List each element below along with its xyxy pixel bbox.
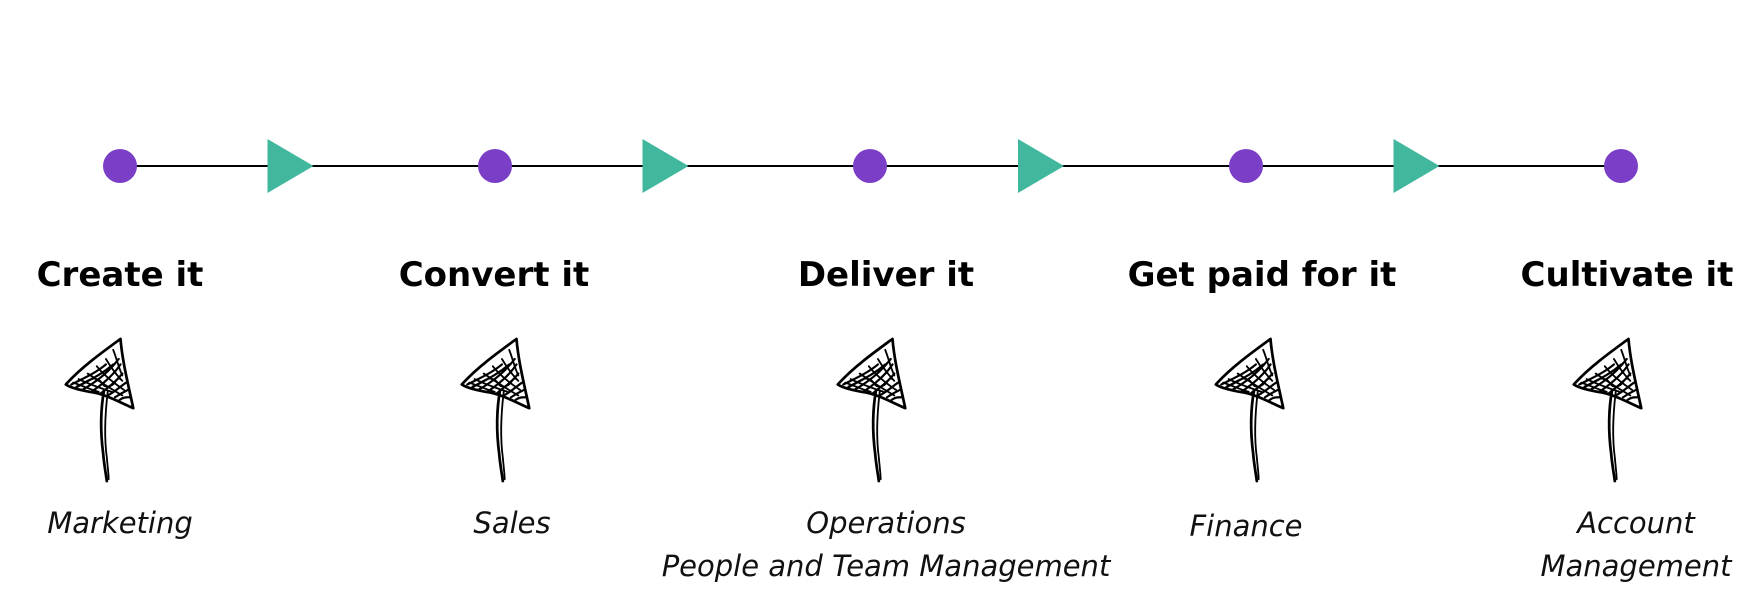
timeline-node	[103, 149, 137, 183]
stage-title: Deliver it	[798, 255, 974, 295]
stage-title: Get paid for it	[1128, 255, 1397, 295]
stage-department: Finance	[1189, 509, 1302, 543]
hand-drawn-arrow-icon	[64, 337, 135, 483]
timeline	[103, 139, 1638, 193]
stage-labels: Create it Marketing Convert it Sales Deliver…	[37, 255, 1734, 583]
flow-arrowhead-icon	[642, 139, 689, 193]
hand-drawn-arrow-icon	[836, 337, 907, 483]
stage-title: Cultivate it	[1521, 255, 1734, 295]
hand-drawn-arrow-icon	[1572, 337, 1643, 483]
stage-title: Create it	[37, 255, 204, 295]
timeline-node	[1604, 149, 1638, 183]
hand-drawn-arrow-icon	[460, 337, 531, 483]
stage-title: Convert it	[399, 255, 590, 295]
timeline-node	[853, 149, 887, 183]
timeline-node	[1229, 149, 1263, 183]
stage-department: Operations	[806, 506, 965, 540]
hand-drawn-arrow-icon	[1214, 337, 1285, 483]
stage-department: Sales	[473, 506, 550, 540]
timeline-node	[478, 149, 512, 183]
flow-arrowhead-icon	[267, 139, 314, 193]
flow-arrowhead-icon	[1018, 139, 1064, 193]
stage-department: Account	[1575, 506, 1696, 540]
stage-department: People and Team Management	[662, 549, 1112, 583]
stage-department: Management	[1540, 549, 1733, 583]
flow-arrowhead-icon	[1393, 139, 1440, 193]
stage-department: Marketing	[47, 506, 193, 540]
